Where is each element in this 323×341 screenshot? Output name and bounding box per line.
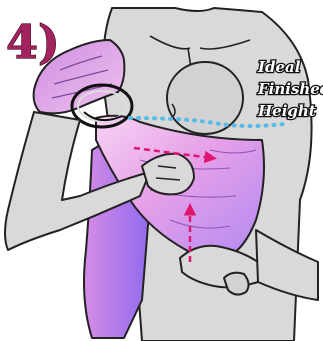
step-number: 4) xyxy=(6,15,60,69)
ideal-height-annotation: Ideal Finished Height xyxy=(257,58,323,120)
left-hand xyxy=(142,154,194,195)
baby-head xyxy=(167,62,243,134)
annotation-line-3: Height xyxy=(257,102,316,120)
annotation-line-1: Ideal xyxy=(257,58,301,76)
annotation-line-2: Finished xyxy=(257,80,323,98)
